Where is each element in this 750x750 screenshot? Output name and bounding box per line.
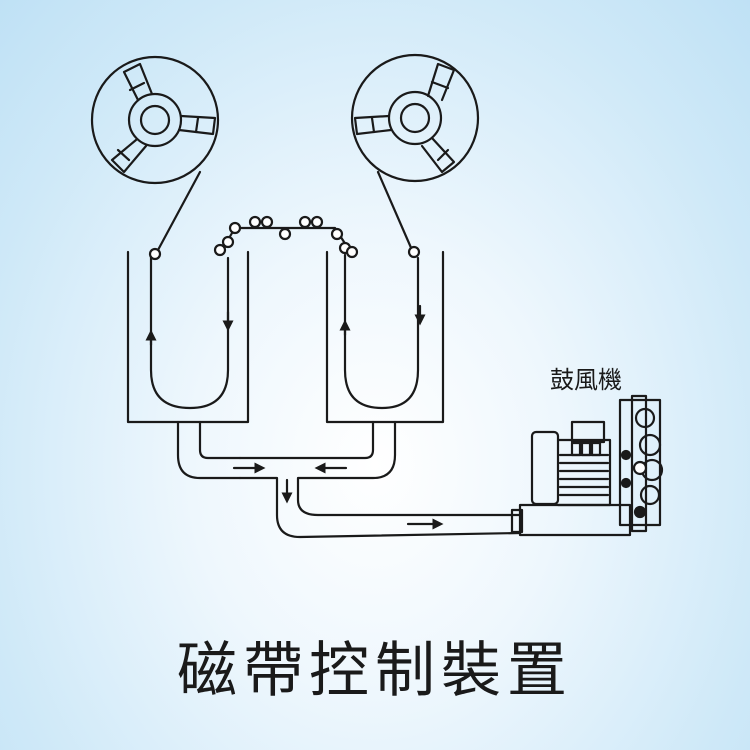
magnetic-tape-path (145, 170, 444, 530)
page-title: 磁帶控制裝置 (177, 636, 573, 706)
guide-rollers (148, 215, 421, 261)
blower-machine (510, 394, 664, 537)
blower-label: 鼓風機 (550, 366, 622, 394)
left-vacuum-column (126, 250, 250, 480)
left-tape-reel (90, 55, 220, 185)
right-tape-reel (350, 53, 480, 183)
right-vacuum-column (238, 250, 522, 539)
